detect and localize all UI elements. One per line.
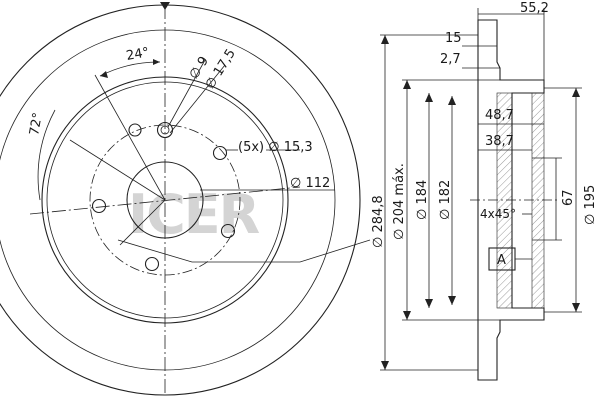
arrow-head <box>425 299 433 308</box>
height-67-label: 67 <box>561 189 576 206</box>
thickness-label: 15 <box>445 31 462 46</box>
depth-outer-label: 48,7 <box>485 108 514 123</box>
angle-ray-c <box>119 199 166 246</box>
dia-max-label: ∅ 204 máx. <box>392 163 407 240</box>
arrow-head <box>572 88 580 97</box>
dia-outer-label: ∅ 284,8 <box>371 195 386 248</box>
bolt-hole <box>220 223 236 239</box>
width-total-label: 55,2 <box>520 1 549 16</box>
arrow-head <box>448 96 456 105</box>
leader-line <box>169 64 226 134</box>
section-view: 55,2 15 2,7 48,7 38,7 ∅ 284,8 ∅ 204 máx.… <box>371 1 598 381</box>
bolt-holes-label: (5x) ∅ 15,3 <box>238 140 313 155</box>
bolt-hole <box>91 198 107 214</box>
bolt-hole <box>212 145 228 161</box>
icer-logo: ICER <box>117 183 371 263</box>
arrow-head <box>403 80 411 89</box>
hat-wall <box>496 92 513 309</box>
arrow-head <box>448 296 456 305</box>
arrow-head <box>381 35 389 44</box>
bolt-hole <box>128 123 142 137</box>
dia-182-label: ∅ 182 <box>438 180 453 220</box>
center-bore-label: ∅ 112 <box>290 176 330 191</box>
leader-line <box>167 59 206 128</box>
angle-ray-b <box>69 139 166 201</box>
dia-195-label: ∅ 195 <box>583 185 598 225</box>
hat-step-label: 2,7 <box>440 52 461 67</box>
front-view: ICER 24° 72° <box>0 2 371 396</box>
arrow-head <box>100 71 108 78</box>
dia-184-label: ∅ 184 <box>415 180 430 220</box>
angle-arc-72 <box>37 109 56 201</box>
angle-72-label: 72° <box>27 111 46 136</box>
angle-arc-24 <box>99 61 161 77</box>
arrow-head <box>425 93 433 102</box>
arrow-head <box>160 2 170 10</box>
svg-text:ICER: ICER <box>128 183 260 246</box>
chamfer-label: 4x45° <box>480 207 516 221</box>
angle-ray-a <box>94 74 166 201</box>
arrow-head <box>403 311 411 320</box>
datum-label: A <box>497 253 506 268</box>
small-hole-pcd-label: ∅ 17,5 <box>203 47 239 93</box>
angle-24-label: 24° <box>125 45 150 64</box>
bolt-hole <box>144 256 160 272</box>
arrow-head <box>381 361 389 370</box>
arrow-head <box>153 59 160 65</box>
hat-face <box>531 92 545 309</box>
depth-inner-label: 38,7 <box>485 134 514 149</box>
arrow-head <box>572 303 580 312</box>
